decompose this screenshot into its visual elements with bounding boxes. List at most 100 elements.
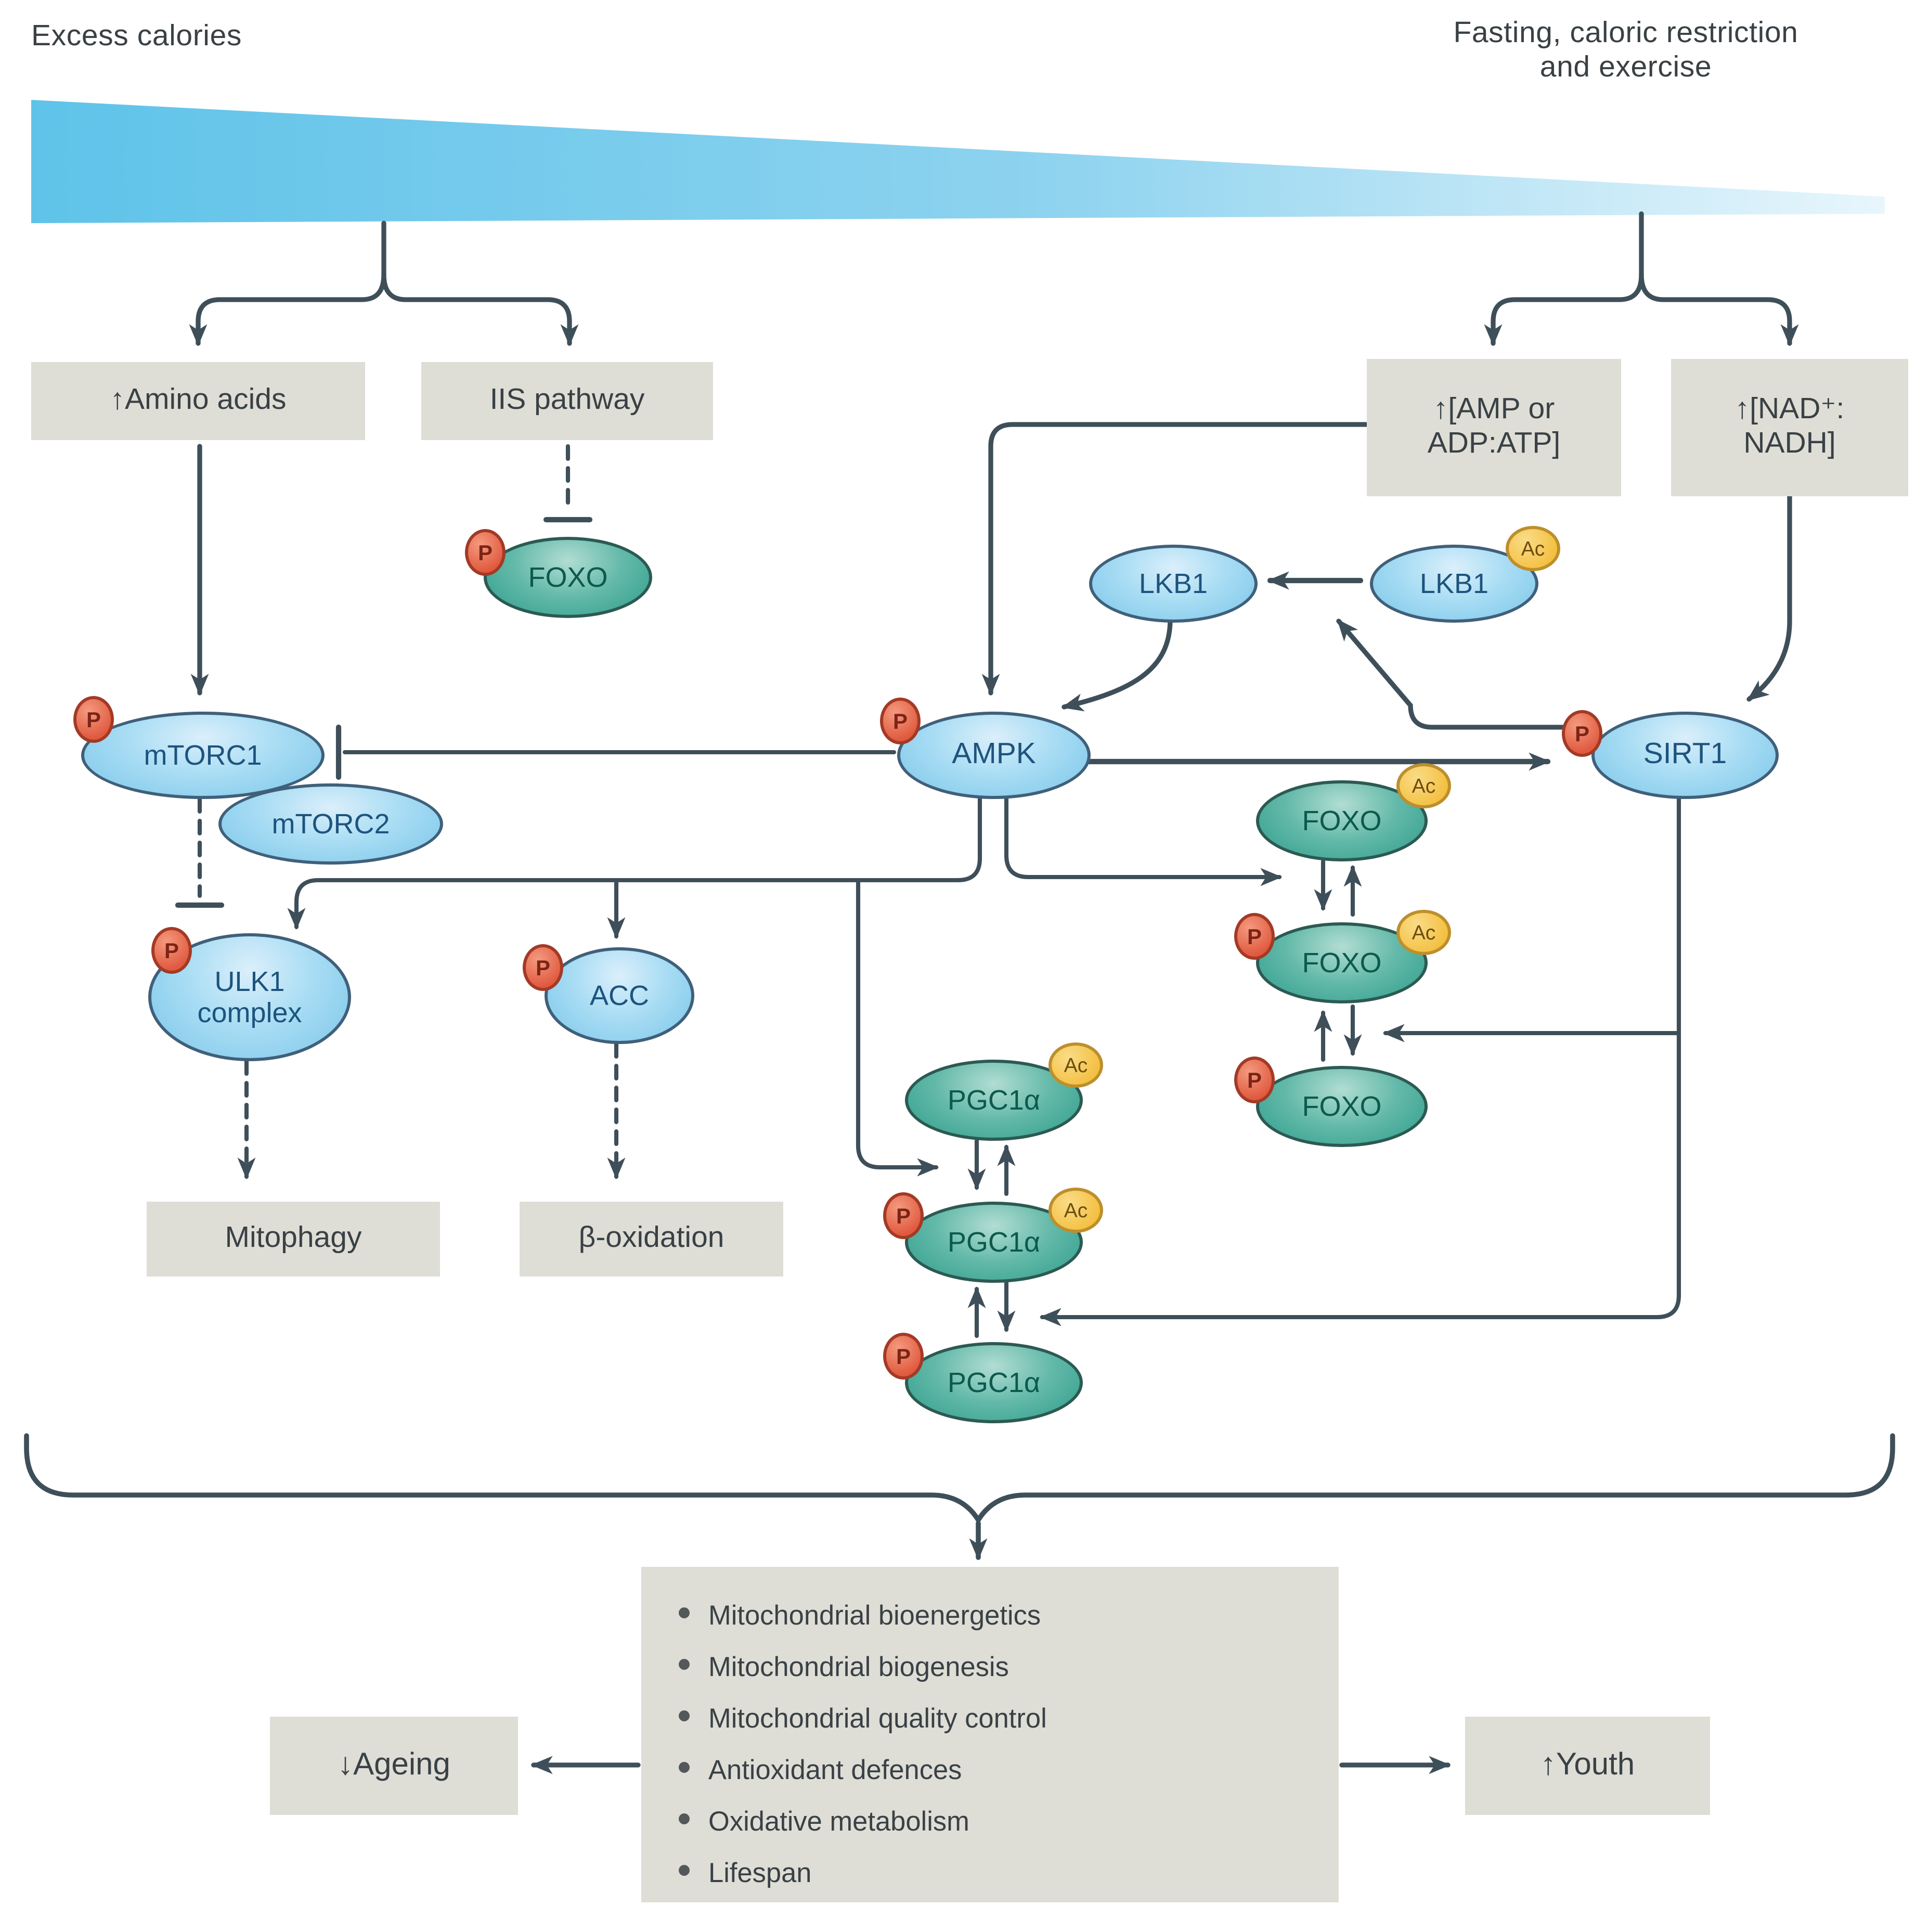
- arrow-sirt1-lkb1: [1336, 619, 1585, 730]
- arrow-lkb1-ampk: [1061, 617, 1173, 712]
- node-lkb1-ac: LKB1 Ac: [1370, 526, 1560, 623]
- node-foxo-iis: FOXO P: [465, 529, 652, 618]
- acetyl-badge-lkb1: Ac: [1506, 526, 1560, 571]
- phospho-badge-foxo-p-ac: P: [1234, 913, 1275, 960]
- box-amp-line1: ↑[AMP or: [1433, 392, 1555, 426]
- node-pgc1a-p: PGC1α P: [883, 1333, 1083, 1423]
- calorie-gradient-wedge: [31, 100, 1885, 223]
- phospho-badge-ampk: P: [880, 698, 921, 744]
- box-nad-nadh: ↑[NAD⁺: NADH]: [1671, 359, 1908, 496]
- node-pgc1a-p-ac-label: PGC1α: [947, 1226, 1041, 1258]
- box-ageing: ↓Ageing: [270, 1717, 518, 1815]
- acetyl-badge-foxo-p-ac: Ac: [1396, 910, 1451, 955]
- bullet-dot-icon: [679, 1659, 690, 1670]
- arrow-to-nad: [1639, 272, 1799, 346]
- phospho-badge-letter: P: [1247, 924, 1262, 949]
- phospho-badge-mtorc1: P: [73, 696, 114, 743]
- node-pgc1a-ac: PGC1α Ac: [905, 1042, 1103, 1141]
- top-branch-connectors: [189, 211, 1799, 346]
- box-iis-pathway-label: IIS pathway: [489, 383, 645, 417]
- phospho-badge-letter: P: [896, 1344, 911, 1369]
- phospho-badge-letter: P: [892, 709, 908, 733]
- node-acc: ACC P: [523, 944, 694, 1044]
- bullet-dot-icon: [679, 1607, 690, 1618]
- phospho-badge-letter: P: [164, 938, 179, 963]
- bullet-dot-icon: [679, 1813, 690, 1824]
- node-sirt1: SIRT1 P: [1562, 710, 1779, 799]
- pathway-connectors: [24, 422, 1895, 1774]
- node-mtorc2: mTORC2: [218, 783, 443, 865]
- phospho-badge-foxo-iis: P: [465, 529, 506, 576]
- acetyl-badge-letter: Ac: [1521, 537, 1545, 560]
- acetyl-badge-letter: Ac: [1412, 921, 1436, 944]
- phospho-badge-letter: P: [477, 540, 493, 565]
- bullet-dot-icon: [679, 1865, 690, 1876]
- box-beta-oxidation-label: β-oxidation: [578, 1221, 724, 1255]
- phospho-badge-sirt1: P: [1562, 710, 1602, 757]
- node-pgc1a-p-label: PGC1α: [947, 1367, 1041, 1398]
- box-nad-line1: ↑[NAD⁺:: [1734, 392, 1845, 426]
- outcome-item-label: Mitochondrial biogenesis: [708, 1651, 1009, 1682]
- phospho-badge-pgc1a-p: P: [883, 1333, 924, 1380]
- title-fasting: Fasting, caloric restriction and exercis…: [1361, 17, 1891, 86]
- acetyl-badge-pgc1a-p-ac: Ac: [1048, 1188, 1103, 1233]
- phospho-badge-foxo-p: P: [1234, 1057, 1275, 1103]
- node-mtorc1-label: mTORC1: [144, 739, 262, 771]
- outcome-item: Oxidative metabolism: [679, 1796, 1311, 1848]
- box-nad-line2: NADH]: [1743, 428, 1836, 460]
- outcome-item: Mitochondrial biogenesis: [679, 1642, 1311, 1693]
- arrow-to-amp: [1484, 272, 1644, 346]
- phospho-badge-letter: P: [896, 1203, 911, 1228]
- node-ampk-label: AMPK: [952, 739, 1036, 772]
- box-amp-adp-atp: ↑[AMP or ADP:ATP]: [1367, 359, 1621, 496]
- title-fasting-line2: and exercise: [1539, 51, 1712, 84]
- box-outcomes: Mitochondrial bioenergetics Mitochondria…: [641, 1567, 1339, 1902]
- outcome-item: Mitochondrial quality control: [679, 1693, 1311, 1745]
- node-foxo-p-ac-label: FOXO: [1302, 947, 1382, 978]
- arrow-amp-ampk: [981, 422, 1369, 696]
- phospho-badge-pgc1a-p-ac: P: [883, 1192, 924, 1239]
- arrow-to-amino: [189, 272, 386, 346]
- arrow-ampk-pgc1a: [856, 878, 939, 1177]
- summary-brace: [24, 1433, 1895, 1525]
- line-sirt1-down: [1039, 793, 1681, 1326]
- outcome-item-label: Oxidative metabolism: [708, 1806, 969, 1837]
- box-youth-label: ↑Youth: [1540, 1747, 1635, 1782]
- node-pgc1a-ac-label: PGC1α: [947, 1084, 1041, 1116]
- box-ageing-label: ↓Ageing: [338, 1747, 450, 1782]
- outcome-item-label: Antioxidant defences: [708, 1754, 962, 1785]
- acetyl-badge-foxo-ac: Ac: [1396, 763, 1451, 808]
- acetyl-badge-letter: Ac: [1412, 774, 1436, 797]
- arrow-nad-sirt1: [1746, 494, 1792, 702]
- outcome-item-label: Lifespan: [708, 1857, 812, 1888]
- node-foxo-p-ac: FOXO P Ac: [1234, 910, 1451, 1003]
- outcome-item-label: Mitochondrial bioenergetics: [708, 1600, 1041, 1631]
- box-mitophagy: Mitophagy: [147, 1202, 440, 1277]
- box-amino-acids: ↑Amino acids: [31, 362, 365, 440]
- arrow-ampk-foxo: [1004, 793, 1283, 886]
- phospho-badge-letter: P: [86, 707, 101, 732]
- node-ulk1-label-line2: complex: [197, 997, 302, 1028]
- node-foxo-p: FOXO P: [1234, 1057, 1428, 1147]
- box-beta-oxidation: β-oxidation: [520, 1202, 783, 1277]
- node-pgc1a-p-ac: PGC1α P Ac: [883, 1188, 1103, 1283]
- bullet-dot-icon: [679, 1762, 690, 1773]
- node-acc-label: ACC: [589, 980, 649, 1011]
- node-foxo-p-label: FOXO: [1302, 1090, 1382, 1122]
- acetyl-badge-pgc1a-ac: Ac: [1048, 1042, 1103, 1088]
- outcome-item: Antioxidant defences: [679, 1745, 1311, 1796]
- acetyl-badge-letter: Ac: [1064, 1199, 1088, 1222]
- node-ampk: AMPK P: [880, 698, 1091, 799]
- node-lkb1: LKB1: [1089, 545, 1258, 623]
- phospho-badge-letter: P: [535, 955, 551, 980]
- node-lkb1-label: LKB1: [1138, 568, 1208, 599]
- node-mtorc2-label: mTORC2: [271, 808, 390, 840]
- phospho-badge-acc: P: [523, 944, 563, 991]
- outcome-item: Mitochondrial bioenergetics: [679, 1590, 1311, 1642]
- outcome-item-label: Mitochondrial quality control: [708, 1703, 1047, 1734]
- node-lkb1-ac-label: LKB1: [1419, 568, 1489, 599]
- arrow-ampk-ulk1: [287, 793, 982, 930]
- title-excess-calories: Excess calories: [31, 20, 242, 53]
